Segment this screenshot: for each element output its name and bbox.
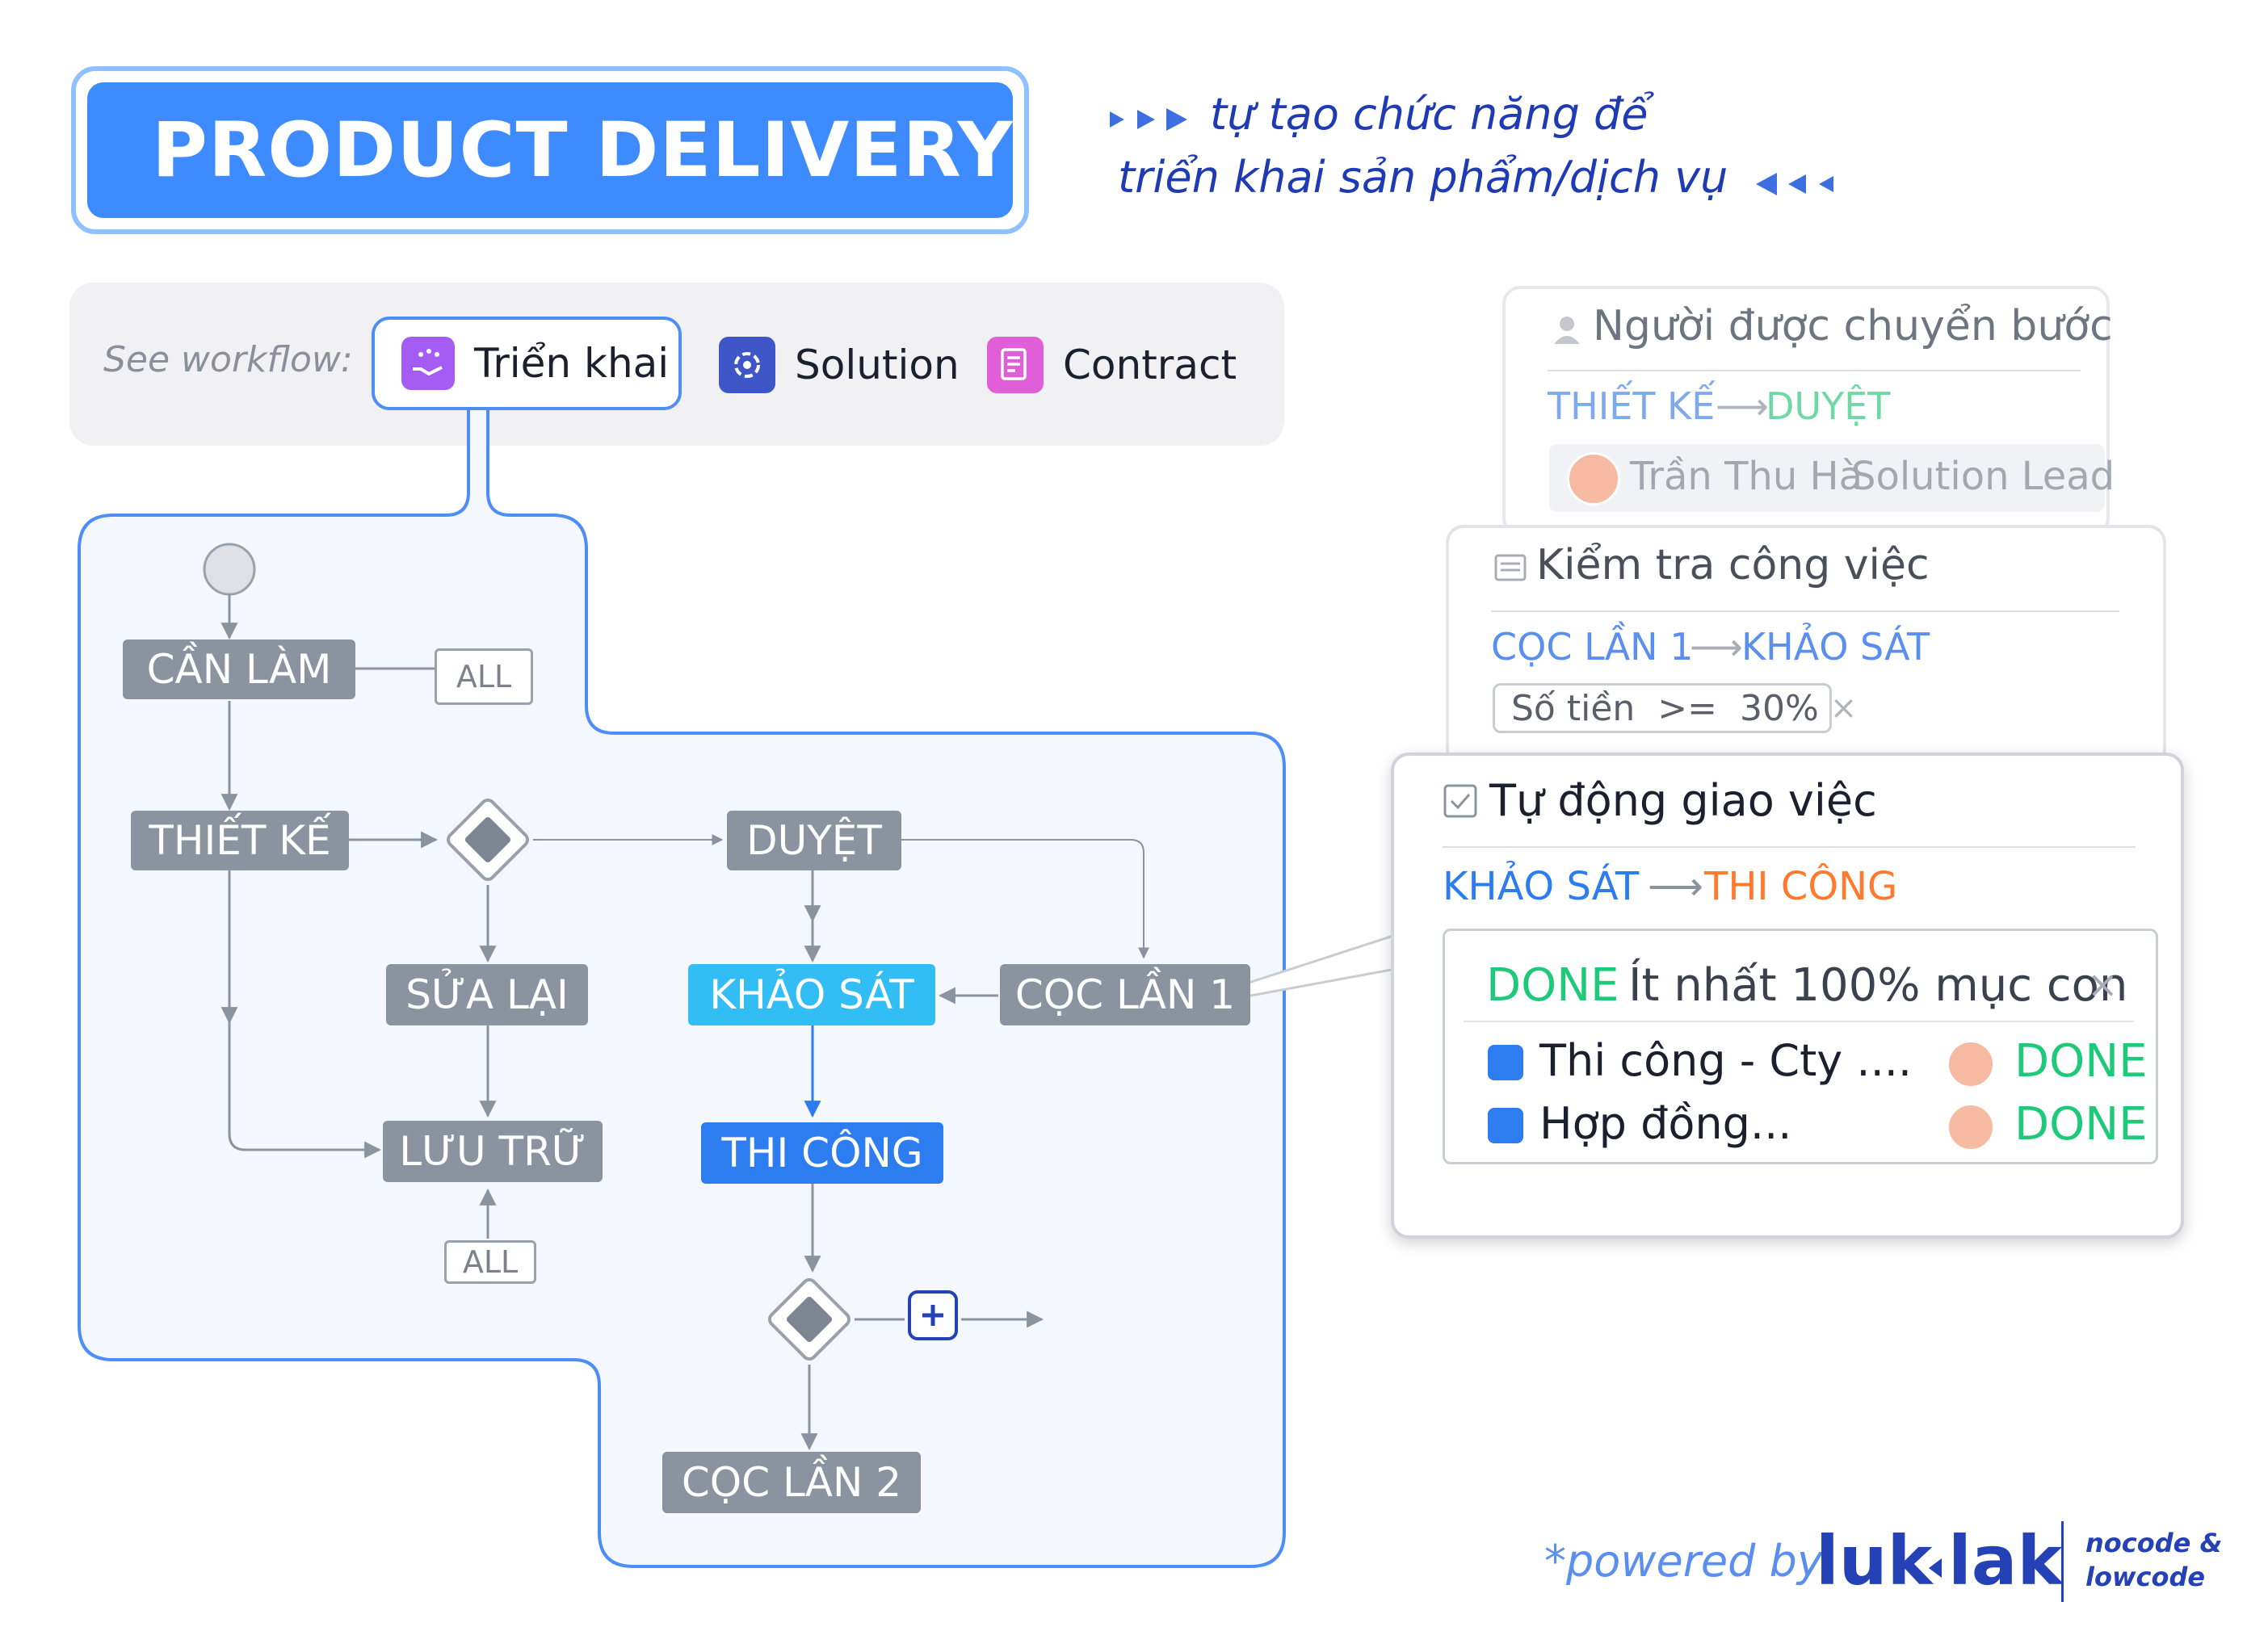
avatar-tran-thu-ha: [1567, 452, 1620, 505]
tag-all-top: ALL: [435, 648, 533, 705]
brand-sub-1: nocode &: [2085, 1528, 2223, 1558]
tagline-line-2: triển khai sản phẩm/dịch vụ: [1118, 152, 1728, 203]
node-duyet[interactable]: DUYỆT: [727, 811, 901, 870]
node-thiet-ke[interactable]: THIẾT KẾ: [131, 811, 349, 870]
subtask-avatar-2: [1947, 1103, 1995, 1151]
card-auto-to: THI CÔNG: [1704, 864, 1898, 909]
brand-lak: lak: [1948, 1521, 2063, 1600]
brand-separator: [2061, 1521, 2064, 1602]
card-transfer-divider: [1548, 370, 2081, 371]
rule-text: Ít nhất 100% mục con: [1628, 959, 2128, 1012]
diagram-frame: [78, 410, 1286, 1568]
card-auto-from: KHẢO SÁT: [1443, 864, 1640, 909]
subtask-status-1: DONE: [2014, 1035, 2148, 1088]
tab-contract[interactable]: Contract: [987, 337, 1237, 393]
tab-trien-khai[interactable]: Triển khai: [401, 337, 669, 390]
node-can-lam[interactable]: CẦN LÀM: [123, 639, 355, 699]
workflow-label: See workflow:: [103, 339, 353, 380]
card-check-to: KHẢO SÁT: [1741, 625, 1930, 669]
node-coc-lan-2[interactable]: CỌC LẦN 2: [662, 1452, 921, 1513]
title-banner: PRODUCT DELIVERY: [87, 82, 1013, 218]
tab-trien-khai-label: Triển khai: [474, 340, 670, 387]
powered-by-text: *powered by: [1544, 1536, 1823, 1587]
node-thi-cong[interactable]: THI CÔNG: [701, 1122, 943, 1184]
card-check-from: CỌC LẦN 1: [1491, 625, 1694, 669]
decision-diamond-2: [767, 1277, 851, 1361]
assignee-name: Trần Thu Hà: [1630, 454, 1863, 499]
page-title: PRODUCT DELIVERY: [152, 106, 1014, 195]
brand-sub-2: lowcode: [2085, 1562, 2206, 1592]
condition-remove-icon[interactable]: ×: [1829, 690, 1858, 727]
tagline-line-1: tự tạo chức năng để: [1210, 89, 1648, 140]
plus-icon: [922, 1305, 943, 1326]
tab-solution-label: Solution: [795, 342, 960, 388]
subtask-icon-2: [1488, 1108, 1523, 1143]
card-transfer-to: DUYỆT: [1766, 384, 1891, 428]
document-icon: [987, 337, 1044, 393]
brand-arrow-icon: [1929, 1558, 1942, 1578]
card-check-divider: [1491, 610, 2119, 612]
tagline-arrows-left: [1748, 168, 1837, 203]
gear-refresh-icon: [719, 337, 775, 393]
card-auto-arrow: ⟶: [1648, 864, 1703, 909]
assignee-chip: [1549, 444, 2105, 512]
subtask-name-1[interactable]: Thi công - Cty ....: [1539, 1035, 1913, 1086]
condition-text: Số tiền >= 30%: [1511, 687, 1819, 729]
node-luu-tru[interactable]: LƯU TRỮ: [383, 1121, 603, 1182]
card-auto-title: Tự động giao việc: [1489, 775, 1877, 826]
card-transfer-from: THIẾT KẾ: [1548, 384, 1716, 428]
start-node: [203, 543, 256, 596]
brand-luk: luk: [1816, 1521, 1933, 1600]
add-step-button[interactable]: [908, 1290, 958, 1340]
tagline-arrows-right: [1107, 103, 1195, 139]
card-auto-divider: [1443, 846, 2136, 848]
checkbox-icon: [1443, 784, 1477, 818]
rule-status: DONE: [1486, 959, 1619, 1012]
decision-diamond-1: [446, 798, 530, 882]
card-list-icon: [1494, 554, 1527, 581]
card-transfer-arrow: ⟶: [1716, 384, 1769, 428]
subtask-name-2[interactable]: Hợp đồng...: [1539, 1098, 1792, 1149]
assignee-role: Solution Lead: [1851, 454, 2115, 499]
hand-stars-icon: [401, 337, 455, 390]
node-sua-lai[interactable]: SỬA LẠI: [386, 964, 588, 1025]
card-check-arrow: ⟶: [1690, 625, 1743, 669]
node-khao-sat[interactable]: KHẢO SÁT: [688, 964, 935, 1025]
node-coc-lan-1[interactable]: CỌC LẦN 1: [1000, 964, 1250, 1025]
tab-solution[interactable]: Solution: [719, 337, 960, 393]
tag-all-bottom: ALL: [444, 1240, 536, 1284]
subtask-panel: [1443, 929, 2158, 1164]
card-check-title: Kiểm tra công việc: [1536, 541, 1930, 589]
card-check: [1446, 525, 2166, 767]
person-icon: [1554, 317, 1580, 344]
subtask-icon-1: [1488, 1045, 1523, 1080]
subtask-status-2: DONE: [2014, 1098, 2148, 1151]
subtask-avatar-1: [1947, 1040, 1995, 1088]
tab-contract-label: Contract: [1063, 342, 1237, 388]
rule-remove-icon[interactable]: ×: [2087, 962, 2119, 1006]
condition-chip[interactable]: Số tiền >= 30% ×: [1493, 683, 1857, 733]
card-transfer-title: Người được chuyển bước: [1593, 302, 2113, 350]
subtask-divider: [1464, 1021, 2134, 1022]
